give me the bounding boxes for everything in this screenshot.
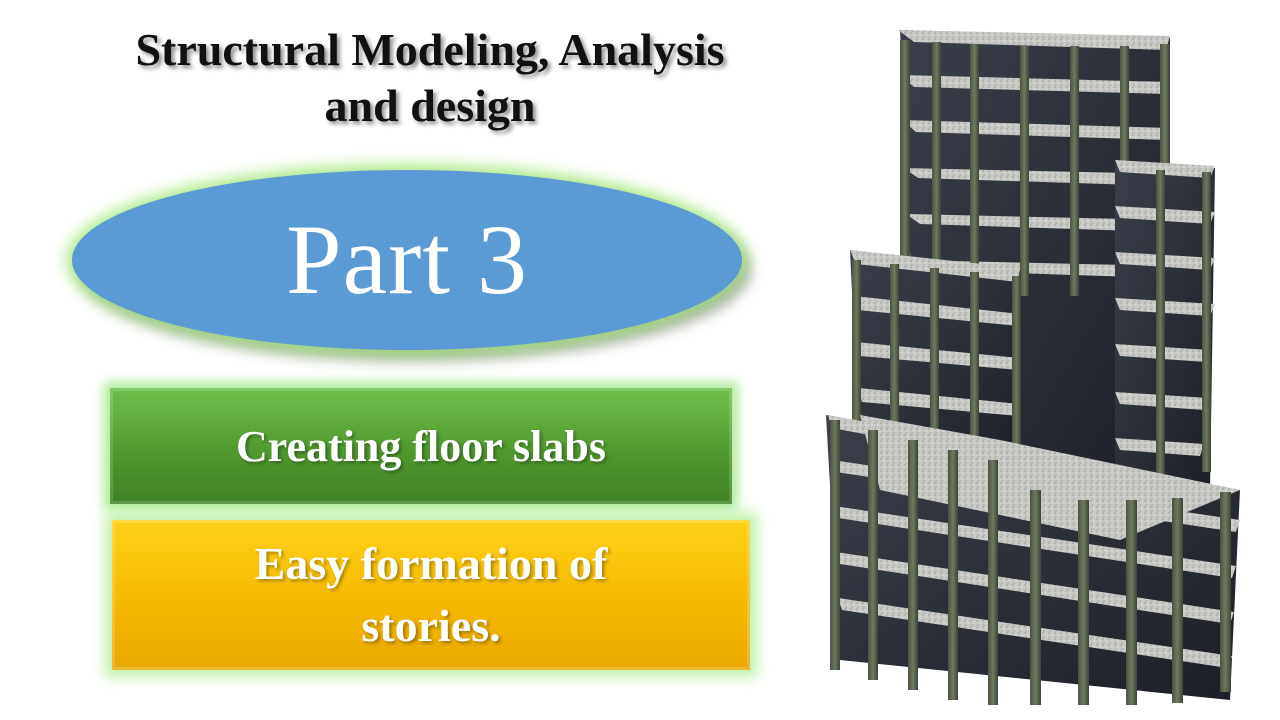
base-block — [826, 415, 1240, 705]
topic-box-stories: Easy formation of stories. — [112, 520, 750, 670]
tower-right-wing — [1115, 160, 1215, 490]
topic-box-stories-line-1: Easy formation of — [254, 538, 608, 589]
part-oval: Part 3 — [72, 170, 742, 350]
building-frame-icon — [826, 30, 1240, 705]
slide-title: Structural Modeling, Analysis and design — [20, 22, 840, 134]
title-line-1: Structural Modeling, Analysis — [135, 24, 725, 75]
part-oval-shape: Part 3 — [72, 170, 742, 350]
topic-box-slabs: Creating floor slabs — [110, 388, 732, 504]
topic-box-slabs-label: Creating floor slabs — [236, 421, 606, 471]
part-label: Part 3 — [285, 204, 529, 315]
topic-box-stories-line-2: stories. — [361, 600, 501, 651]
title-line-2: and design — [324, 80, 536, 131]
